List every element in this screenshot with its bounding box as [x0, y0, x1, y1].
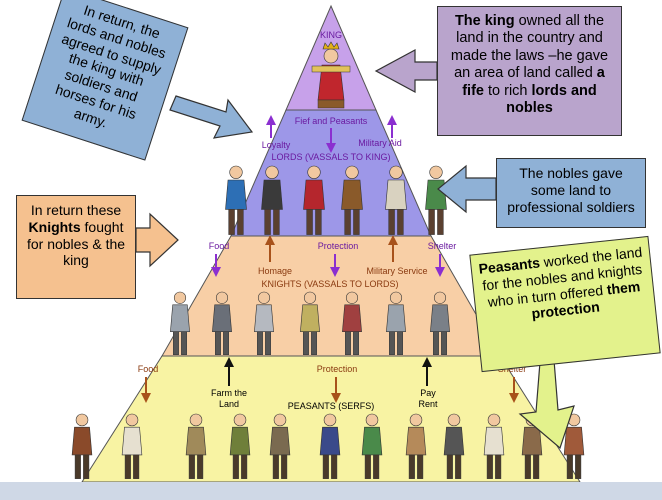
peasant-figure	[405, 413, 427, 479]
nobles-callout-text: The nobles gave some land to professiona…	[507, 165, 635, 215]
king-figure	[311, 41, 351, 109]
knight-figure	[170, 291, 190, 355]
peasant-figure	[121, 413, 143, 479]
knights-title: KNIGHTS (VASSALS TO LORDS)	[261, 279, 398, 289]
knight-figure	[300, 291, 320, 355]
farm-the-land-label-line1: Farm the	[211, 388, 247, 398]
pay-rent-label-line2: Rent	[418, 399, 438, 409]
lord-figure	[425, 165, 447, 235]
peasants-callout-arrow	[518, 359, 575, 450]
peasants-callout-box: Peasants worked the land for the nobles …	[469, 235, 661, 373]
protection-label-knights: Protection	[318, 241, 359, 251]
lord-figure	[341, 165, 363, 235]
knights-callout-text-3: fought for nobles & the king	[26, 218, 126, 269]
king-callout-box: The king owned all the land in the count…	[437, 6, 622, 136]
peasants-callout-text-2: worked the land for the nobles and knigh…	[481, 243, 643, 310]
knight-figure	[342, 291, 362, 355]
protection-label-peasants: Protection	[317, 364, 358, 374]
lords-callout-text: In return, the lords and nobles agreed t…	[53, 1, 169, 131]
knight-figure	[430, 291, 450, 355]
king-callout-text-4: to rich	[483, 82, 532, 99]
king-callout-arrow	[374, 48, 438, 94]
peasant-figure	[563, 413, 585, 479]
knights-callout-text-1: In return these	[30, 202, 122, 218]
pay-rent-label-line1: Pay	[420, 388, 436, 398]
food-label-knights: Food	[209, 241, 230, 251]
king-callout-text-1: The king	[454, 13, 515, 29]
knight-figure	[386, 291, 406, 355]
lord-figure	[303, 165, 325, 235]
peasant-figure	[229, 413, 251, 479]
homage-label: Homage	[258, 266, 292, 276]
king-callout-text-3: a fife	[462, 65, 605, 99]
knight-figures-row	[170, 291, 450, 355]
peasant-figure	[361, 413, 383, 479]
king-callout-text-5: lords and nobles	[506, 82, 597, 116]
farm-the-land-label-line2: Land	[219, 399, 239, 409]
knight-figure	[254, 291, 274, 355]
peasant-figure	[185, 413, 207, 479]
peasants-title: PEASANTS (SERFS)	[288, 401, 375, 411]
peasant-figure	[269, 413, 291, 479]
loyalty-label: Loyalty	[262, 140, 291, 150]
lord-figure	[225, 165, 247, 235]
peasant-figures-row	[71, 413, 585, 479]
fief-and-peasants-label: Fief and Peasants	[295, 116, 368, 126]
shelter-label-knights: Shelter	[428, 241, 457, 251]
food-label-peasants: Food	[138, 364, 159, 374]
knights-callout-arrow	[135, 212, 179, 268]
lord-figure	[261, 165, 283, 235]
knight-figure	[212, 291, 232, 355]
military-service-label: Military Service	[366, 266, 427, 276]
bottom-bar	[0, 482, 662, 500]
lord-figure	[385, 165, 407, 235]
king-label: KING	[320, 30, 342, 40]
lords-title: LORDS (VASSALS TO KING)	[271, 152, 390, 162]
military-aid-label: Military Aid	[358, 138, 402, 148]
tier-knights	[161, 235, 501, 357]
peasant-figure	[443, 413, 465, 479]
nobles-callout-arrow	[437, 164, 497, 214]
peasant-figure	[71, 413, 93, 479]
lords-callout-arrow	[169, 95, 254, 139]
shelter-label-peasants: Shelter	[498, 364, 527, 374]
king-callout-text-2: owned all the land in the country and ma…	[450, 13, 609, 82]
knights-callout-text-2: Knights	[28, 218, 81, 235]
nobles-callout-box: The nobles gave some land to professiona…	[496, 158, 646, 228]
knights-callout-box: In return these Knights fought for noble…	[16, 195, 136, 299]
peasant-figure	[319, 413, 341, 479]
peasant-figure	[483, 413, 505, 479]
